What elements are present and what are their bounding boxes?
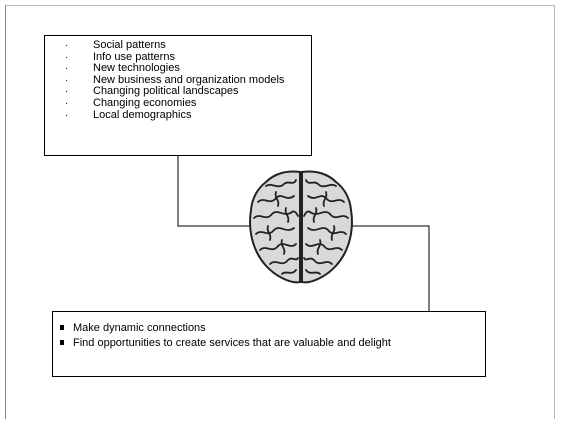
trend-label: Changing political landscapes	[93, 85, 239, 98]
bullet-dot: ·	[65, 109, 69, 121]
bullet-dot: ·	[65, 40, 69, 51]
bullet-square	[60, 325, 64, 330]
list-item: · New business and organization models	[45, 73, 311, 87]
actions-box: Make dynamic connections Find opportunit…	[52, 311, 486, 377]
trend-label: Changing economies	[93, 96, 197, 109]
list-item: Find opportunities to create services th…	[53, 336, 485, 351]
bullet-square	[60, 339, 64, 345]
trends-box: · Social patterns · Info use patterns · New…	[44, 35, 312, 156]
bullet-dot: ·	[65, 63, 69, 75]
brain-folds-left	[253, 179, 299, 275]
list-item: · Local demographics	[45, 108, 311, 122]
bullet-dot: ·	[65, 51, 69, 63]
trends-list: · Social patterns · Info use patterns · New…	[45, 36, 311, 121]
brain-left-hemisphere	[249, 170, 301, 284]
brain-icon	[249, 170, 353, 284]
connector-brain-to-bottom	[352, 225, 430, 311]
brain-right-hemisphere	[301, 170, 353, 284]
action-label: Find opportunities to create services th…	[73, 336, 391, 349]
trend-label: Info use patterns	[93, 50, 175, 63]
bullet-dot: ·	[65, 74, 69, 86]
trend-label: Local demographics	[93, 108, 192, 121]
connector-top-to-brain	[177, 156, 250, 227]
bullet-dot: ·	[65, 86, 69, 98]
list-item: · Changing political landscapes	[45, 86, 311, 98]
trend-label: New technologies	[93, 62, 180, 75]
brain-folds-right	[303, 179, 349, 275]
list-item: · Changing economies	[45, 96, 311, 110]
action-label: Make dynamic connections	[73, 322, 206, 334]
bullet-dot: ·	[65, 97, 69, 109]
list-item: · Social patterns	[45, 39, 311, 52]
brain-fissure	[298, 170, 302, 284]
list-item: · Info use patterns	[45, 50, 311, 64]
trend-label: New business and organization models	[93, 73, 285, 86]
list-item: Make dynamic connections	[53, 321, 485, 336]
slide-frame	[5, 5, 555, 419]
trend-label: Social patterns	[93, 39, 166, 51]
list-item: · New technologies	[45, 62, 311, 75]
actions-list: Make dynamic connections Find opportunit…	[53, 312, 485, 350]
